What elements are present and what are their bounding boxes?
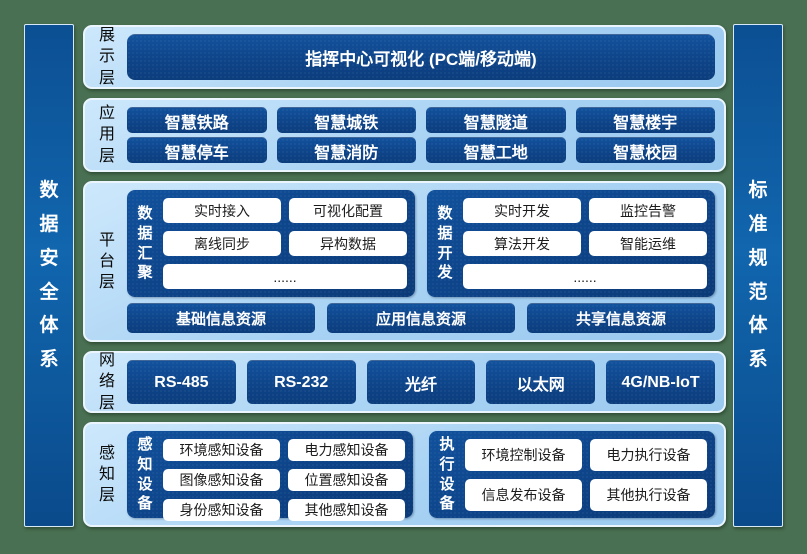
app-box: 智慧铁路 (127, 107, 267, 133)
sensing-device-item: 其他感知设备 (288, 499, 405, 521)
network-box: 光纤 (366, 360, 476, 404)
platform-item: 可视化配置 (289, 198, 407, 223)
platform-item: 异构数据 (289, 231, 407, 256)
platform-item-more: ...... (163, 264, 407, 289)
sensing-device-item: 环境感知设备 (163, 439, 280, 461)
platform-layer-label: 平台层 (98, 231, 115, 292)
platform-item: 算法开发 (463, 231, 581, 256)
execution-device-item: 环境控制设备 (465, 439, 582, 471)
standards-sidebar: 标准规范体系 (733, 24, 783, 527)
app-box: 智慧工地 (426, 137, 566, 163)
data-aggregation-label: 数据汇聚 (137, 204, 153, 282)
standards-label: 标准规范体系 (748, 180, 768, 371)
app-box: 智慧城铁 (276, 107, 416, 133)
resource-box: 应用信息资源 (327, 303, 515, 333)
application-layer-label: 应用层 (98, 105, 115, 165)
data-aggregation-group: 数据汇聚 实时接入 可视化配置 离线同步 异构数据 ...... (127, 190, 415, 297)
network-row: RS-485 RS-232 光纤 以太网 4G/NB-IoT (127, 360, 715, 404)
platform-layer-panel: 平台层 数据汇聚 实时接入 可视化配置 离线同步 异构 (83, 181, 726, 342)
platform-item-more: ...... (463, 264, 707, 289)
data-development-label: 数据开发 (437, 204, 453, 282)
network-box: 以太网 (486, 360, 596, 404)
execution-devices-label: 执行设备 (439, 435, 455, 513)
network-layer-panel: 网络层 RS-485 RS-232 光纤 以太网 4G/NB-IoT (83, 351, 726, 413)
sensing-device-item: 位置感知设备 (288, 469, 405, 491)
execution-device-item: 信息发布设备 (465, 479, 582, 511)
data-development-group: 数据开发 实时开发 监控告警 算法开发 智能运维 ...... (427, 190, 715, 297)
platform-item: 监控告警 (589, 198, 707, 223)
network-layer-label: 网络层 (98, 352, 115, 412)
application-grid: 智慧铁路 智慧城铁 智慧隧道 智慧楼宇 智慧停车 智慧消防 智慧工地 智慧校园 (127, 107, 715, 163)
app-box: 智慧隧道 (426, 107, 566, 133)
sensing-device-item: 图像感知设备 (163, 469, 280, 491)
platform-item: 智能运维 (589, 231, 707, 256)
data-security-label: 数据安全体系 (39, 180, 59, 371)
sensing-device-item: 电力感知设备 (288, 439, 405, 461)
app-box: 智慧消防 (276, 137, 416, 163)
perception-layer-panel: 感知层 感知设备 环境感知设备 电力感知设备 图像感知设备 位置感知设备 身份感… (83, 422, 726, 527)
app-box: 智慧停车 (127, 137, 267, 163)
network-box: RS-485 (127, 360, 236, 404)
platform-item: 离线同步 (163, 231, 281, 256)
resource-row: 基础信息资源 应用信息资源 共享信息资源 (127, 303, 715, 333)
app-box: 智慧校园 (575, 137, 715, 163)
sensing-device-item: 身份感知设备 (163, 499, 280, 521)
command-center-box: 指挥中心可视化 (PC端/移动端) (127, 34, 715, 80)
platform-item: 实时开发 (463, 198, 581, 223)
display-layer-panel: 展示层 指挥中心可视化 (PC端/移动端) (83, 25, 726, 89)
network-box: RS-232 (246, 360, 356, 404)
sensing-devices-group: 感知设备 环境感知设备 电力感知设备 图像感知设备 位置感知设备 身份感知设备 … (127, 431, 413, 521)
layer-stack: 展示层 指挥中心可视化 (PC端/移动端) 应用层 智慧铁路 智慧城铁 智慧隧道… (83, 25, 726, 528)
application-layer-panel: 应用层 智慧铁路 智慧城铁 智慧隧道 智慧楼宇 智慧停车 智慧消防 智慧工地 智… (83, 98, 726, 172)
resource-box: 共享信息资源 (527, 303, 715, 333)
platform-item: 实时接入 (163, 198, 281, 223)
execution-devices-group: 执行设备 环境控制设备 电力执行设备 信息发布设备 其他执行设备 (429, 431, 715, 518)
execution-device-item: 电力执行设备 (590, 439, 707, 471)
app-box: 智慧楼宇 (575, 107, 715, 133)
network-box: 4G/NB-IoT (606, 360, 715, 404)
resource-box: 基础信息资源 (127, 303, 315, 333)
data-security-sidebar: 数据安全体系 (24, 24, 74, 527)
sensing-devices-label: 感知设备 (137, 435, 153, 513)
execution-device-item: 其他执行设备 (590, 479, 707, 511)
display-layer-label: 展示层 (98, 27, 115, 87)
perception-layer-label: 感知层 (98, 444, 115, 505)
